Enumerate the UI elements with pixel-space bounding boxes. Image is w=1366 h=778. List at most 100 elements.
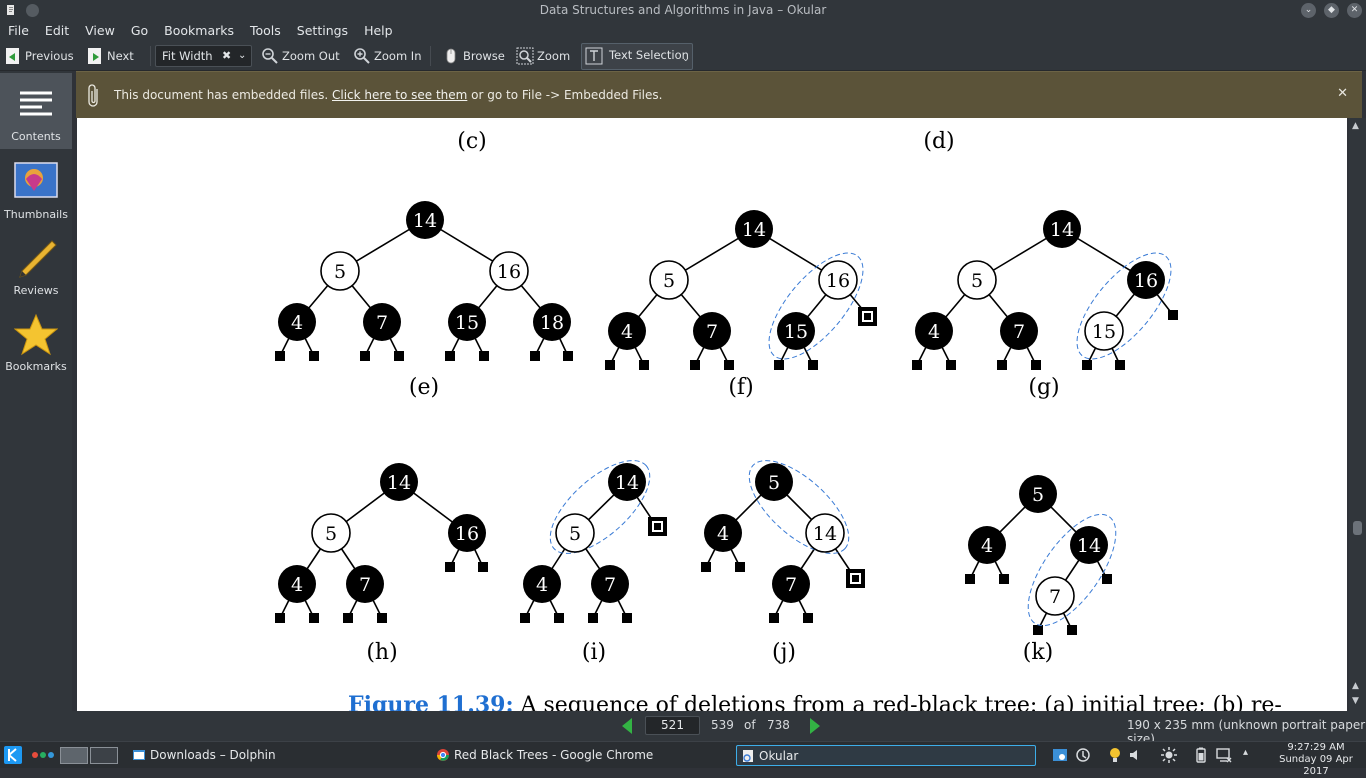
- text-selection-tool-button[interactable]: Text Selection ⌄: [581, 43, 693, 70]
- next-page-arrow-icon[interactable]: [808, 717, 822, 735]
- figure-caption-text: A sequence of deletions from a red-black…: [514, 693, 1282, 711]
- red-node: [320, 251, 360, 291]
- panel-label-k: (k): [1023, 640, 1054, 665]
- sidebar-item-bookmarks[interactable]: Bookmarks: [0, 303, 72, 379]
- volume-tray-icon[interactable]: [1128, 747, 1144, 763]
- close-notice-button[interactable]: ✕: [1337, 86, 1348, 101]
- minimize-button[interactable]: ⌄: [1301, 3, 1316, 18]
- menu-file[interactable]: File: [8, 23, 29, 38]
- null-leaf: [377, 613, 387, 623]
- zoom-tool-button[interactable]: Zoom: [514, 44, 570, 68]
- task-chrome[interactable]: Red Black Trees - Google Chrome: [432, 745, 732, 766]
- black-node: [278, 303, 316, 341]
- previous-button[interactable]: Previous: [2, 44, 74, 68]
- panel-label-h: (h): [366, 640, 397, 665]
- sidebar-item-label: Reviews: [13, 284, 59, 297]
- highlight-ellipse: [768, 252, 864, 360]
- previous-page-arrow-icon[interactable]: [620, 717, 634, 735]
- vertical-scrollbar[interactable]: ▲ ▲ ▼: [1349, 118, 1366, 711]
- previous-page-icon: [6, 48, 19, 64]
- sidebar-item-contents[interactable]: Contents: [0, 73, 72, 149]
- okular-app-icon[interactable]: [4, 3, 18, 17]
- next-button[interactable]: Next: [84, 44, 134, 68]
- zoom-in-button[interactable]: Zoom In: [351, 44, 422, 68]
- red-node: [805, 513, 845, 553]
- panel-label-e: (e): [409, 375, 439, 400]
- activities-icon[interactable]: [31, 751, 55, 759]
- null-leaf: [605, 360, 615, 370]
- node-label: 16: [1134, 270, 1158, 292]
- browse-tool-button[interactable]: Browse: [440, 44, 505, 68]
- node-label: 5: [663, 270, 675, 292]
- menu-help[interactable]: Help: [364, 23, 393, 38]
- tray-expand-icon[interactable]: ▴: [1243, 747, 1249, 758]
- scroll-down-icon[interactable]: ▲: [1352, 681, 1359, 691]
- black-node: [346, 565, 384, 603]
- node-label: 5: [334, 261, 346, 283]
- close-window-button[interactable]: ✕: [1347, 3, 1362, 18]
- menu-go[interactable]: Go: [130, 23, 149, 38]
- black-node: [968, 526, 1006, 564]
- sidebar-item-label: Bookmarks: [5, 360, 67, 373]
- lightbulb-tray-icon[interactable]: [1107, 747, 1123, 763]
- battery-tray-icon[interactable]: [1193, 747, 1209, 763]
- zoom-level-value: Fit Width: [162, 49, 213, 63]
- window-menu-icon[interactable]: [26, 4, 39, 17]
- menubar: File Edit View Go Bookmarks Tools Settings Help: [0, 21, 1366, 41]
- menu-tools[interactable]: Tools: [250, 23, 281, 38]
- null-leaf: [479, 351, 489, 361]
- task-dolphin[interactable]: Downloads – Dolphin: [128, 745, 424, 766]
- desktop-pager-icon[interactable]: [60, 747, 88, 764]
- node-label: 14: [1077, 535, 1101, 557]
- digital-clock[interactable]: 9:27:29 AM Sunday 09 Apr 2017: [1268, 742, 1364, 778]
- menu-settings[interactable]: Settings: [296, 23, 349, 38]
- chevron-down-icon[interactable]: ⌄: [238, 50, 247, 61]
- node-label: 4: [536, 574, 548, 596]
- highlight-ellipse: [748, 460, 850, 554]
- red-node: [818, 260, 858, 300]
- task-label: Downloads – Dolphin: [150, 748, 276, 762]
- menu-view[interactable]: View: [85, 23, 115, 38]
- tree-leaves: [275, 310, 1178, 635]
- menu-edit[interactable]: Edit: [44, 23, 70, 38]
- black-node: [704, 514, 742, 552]
- scrollbar-thumb[interactable]: [1353, 521, 1362, 535]
- settings-tray-icon[interactable]: [1052, 747, 1068, 763]
- task-okular[interactable]: Okular: [736, 745, 1036, 766]
- node-label: 4: [621, 321, 633, 343]
- node-label: 4: [291, 574, 303, 596]
- zoom-in-icon: [354, 48, 370, 64]
- null-leaf: [520, 613, 530, 623]
- embedded-files-link[interactable]: Click here to see them: [332, 88, 468, 102]
- application-launcher-icon[interactable]: [3, 745, 23, 765]
- null-leaf: [445, 562, 455, 572]
- highlight-ellipses: [549, 252, 1172, 627]
- zoom-level-combobox[interactable]: Fit Width ✖ ⌄: [155, 45, 252, 67]
- red-node: [649, 260, 689, 300]
- page-number-input[interactable]: 521: [645, 716, 700, 735]
- scroll-down-icon[interactable]: ▼: [1352, 696, 1359, 706]
- black-node: [1043, 210, 1081, 248]
- desktop-pager-icon[interactable]: [90, 747, 118, 764]
- node-label: 18: [540, 312, 564, 334]
- brightness-tray-icon[interactable]: [1161, 747, 1177, 763]
- menu-bookmarks[interactable]: Bookmarks: [164, 23, 234, 38]
- maximize-button[interactable]: ◆: [1324, 3, 1339, 18]
- null-leaf: [1102, 574, 1112, 584]
- chevron-down-icon[interactable]: ⌄: [682, 54, 690, 64]
- clear-icon[interactable]: ✖: [222, 49, 232, 62]
- sidebar-item-reviews[interactable]: Reviews: [0, 227, 72, 303]
- network-tray-icon[interactable]: [1216, 747, 1232, 763]
- null-leaf: [808, 360, 818, 370]
- scroll-up-icon[interactable]: ▲: [1352, 121, 1359, 131]
- null-leaf: [478, 562, 488, 572]
- null-leaf: [774, 360, 784, 370]
- zoom-out-button[interactable]: Zoom Out: [259, 44, 340, 68]
- clipboard-tray-icon[interactable]: [1075, 747, 1091, 763]
- null-leaf: [701, 562, 711, 572]
- node-label: 15: [784, 321, 808, 343]
- sidebar-item-thumbnails[interactable]: Thumbnails: [0, 151, 72, 227]
- null-leaf: [309, 351, 319, 361]
- notice-text: This document has embedded files. Click …: [114, 88, 662, 102]
- null-leaf: [912, 360, 922, 370]
